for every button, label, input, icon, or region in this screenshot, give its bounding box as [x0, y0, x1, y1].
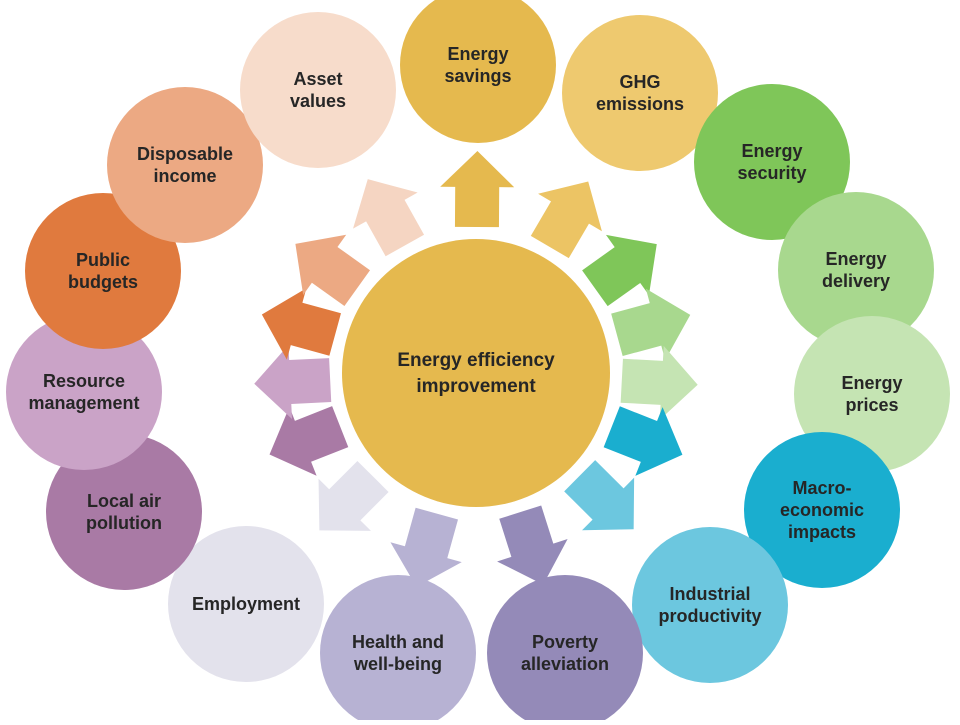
employment-circle	[168, 526, 324, 682]
resource-management-arrow	[254, 345, 332, 419]
energy-delivery-arrow	[611, 288, 691, 361]
poverty-alleviation-circle	[487, 575, 643, 725]
employment-arrow	[318, 460, 389, 531]
health-and-well-being-circle	[320, 575, 476, 725]
macro-economic-impacts-circle	[744, 432, 900, 588]
local-air-pollution-circle	[46, 434, 202, 590]
asset-values-circle	[240, 12, 396, 168]
industrial-productivity-circle	[632, 527, 788, 683]
arrows-layer	[254, 151, 698, 587]
energy-savings-arrow	[440, 151, 515, 228]
poverty-alleviation-arrow	[497, 505, 568, 585]
employment-label: Employment	[192, 594, 300, 614]
macro-economic-impacts-arrow	[603, 406, 683, 476]
disposable-income-arrow	[295, 234, 371, 306]
energy-delivery-circle	[778, 192, 934, 348]
industrial-productivity-arrow	[564, 460, 635, 531]
ghg-emissions-circle	[562, 15, 718, 171]
energy-security-circle	[694, 84, 850, 240]
energy-savings-circle	[400, 0, 556, 143]
local-air-pollution-arrow	[269, 406, 349, 476]
energy-prices-arrow	[620, 345, 698, 420]
ghg-emissions-arrow	[530, 181, 602, 259]
asset-values-arrow	[353, 179, 425, 257]
resource-management-circle	[6, 314, 162, 470]
health-and-well-being-arrow	[390, 507, 462, 587]
public-budgets-circle	[25, 193, 181, 349]
center-circle	[342, 239, 610, 507]
employment-node: Employment	[168, 526, 324, 682]
disposable-income-circle	[107, 87, 263, 243]
public-budgets-arrow	[261, 288, 341, 360]
energy-security-arrow	[582, 234, 657, 307]
